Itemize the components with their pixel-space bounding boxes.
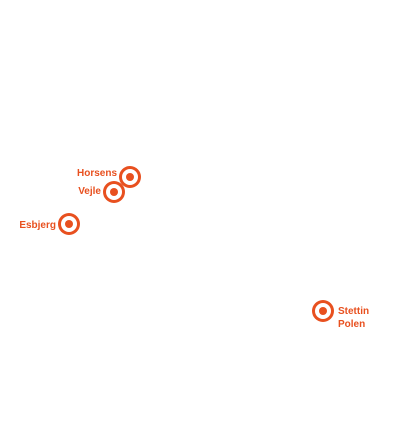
- location-sublabel-polen: Polen: [338, 319, 366, 330]
- location-label-esbjerg[interactable]: Esbjerg: [19, 220, 56, 231]
- location-marker-icon[interactable]: [119, 166, 141, 188]
- location-marker-icon[interactable]: [58, 213, 80, 235]
- location-label-stettin[interactable]: Stettin: [338, 306, 370, 317]
- location-label-vejle[interactable]: Vejle: [78, 186, 101, 197]
- location-label-horsens[interactable]: Horsens: [76, 168, 117, 179]
- location-marker-icon[interactable]: [103, 181, 125, 203]
- location-marker-icon[interactable]: [312, 300, 334, 322]
